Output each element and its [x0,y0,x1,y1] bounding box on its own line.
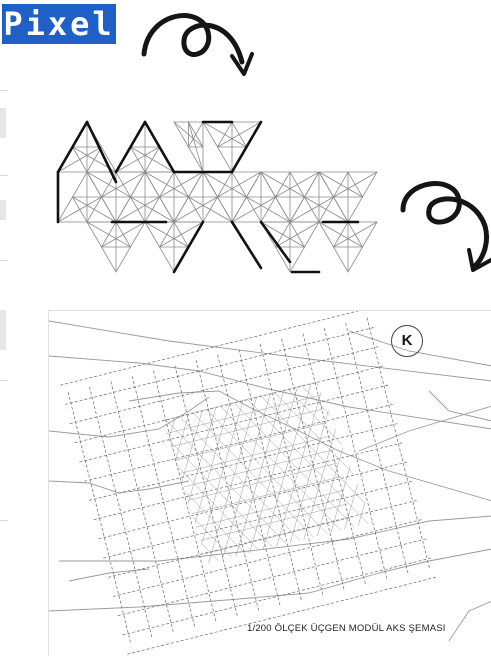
scale-caption: 1/200 ÖLÇEK ÜÇGEN MODÜL AKS ŞEMASI [247,623,446,634]
background-page-strip [0,50,8,550]
site-plan-panel: K 1/200 ÖLÇEK ÜÇGEN MODÜL AKS ŞEMASI [48,310,491,656]
north-arrow-icon: K [391,325,423,357]
curved-arrow-icon [395,170,491,280]
pixel-badge: Pixel [2,4,116,44]
site-plan-map [49,311,491,656]
north-label: K [392,332,422,349]
curved-arrow-icon [138,2,268,82]
triangle-module-net [40,110,380,285]
